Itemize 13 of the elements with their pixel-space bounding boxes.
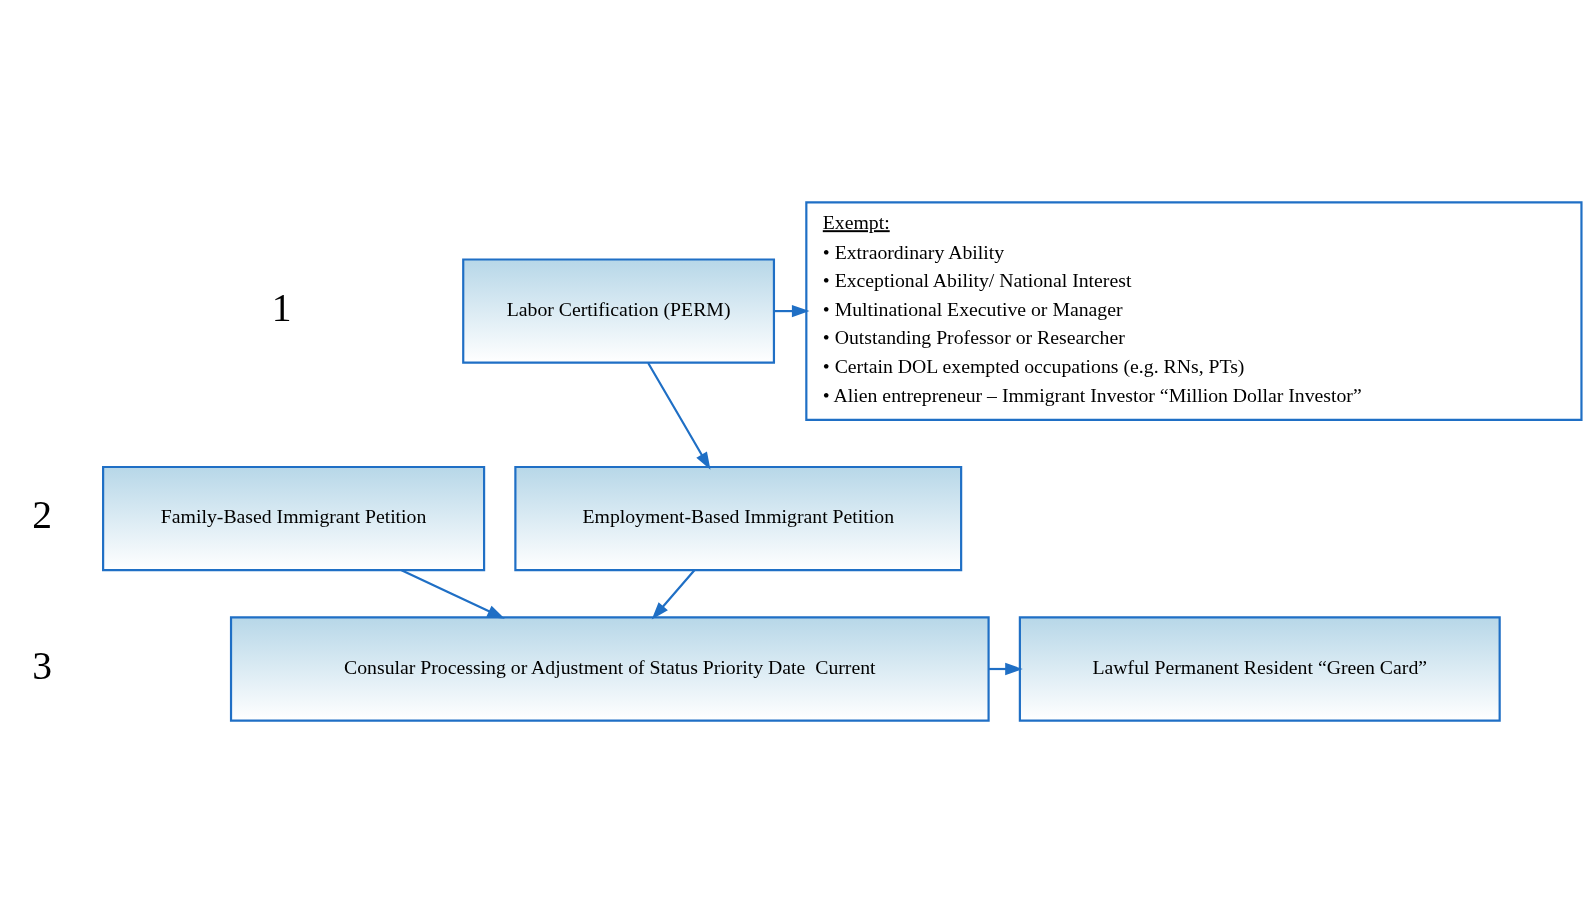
node-box: Consular Processing or Adjustment of Status Priority Date Current	[229, 616, 990, 722]
label: 2	[32, 493, 53, 538]
label: 3	[32, 643, 53, 688]
node-box: Employment-Based Immigrant Petition	[514, 465, 963, 572]
arrow	[774, 304, 810, 318]
node-box: Family-Based Immigrant Petition	[102, 465, 486, 572]
node-box: Labor Certification (PERM)	[462, 258, 776, 364]
node-box: Lawful Permanent Resident “Green Card”	[1018, 616, 1501, 722]
label: 1	[271, 285, 292, 330]
node-box: Exempt: • Extraordinary Ability • Exceptional Ability/ National Interest • Multinational Executive or Manager • Outstanding Professor or Researcher • Certain DOL exempted occupations (e.g. RNs, PTs) • Alien entrepreneur – Immigrant Investor “Million Dollar Investor”	[805, 201, 1583, 421]
arrow	[647, 362, 711, 470]
arrow	[651, 569, 696, 620]
arrow	[401, 569, 505, 619]
